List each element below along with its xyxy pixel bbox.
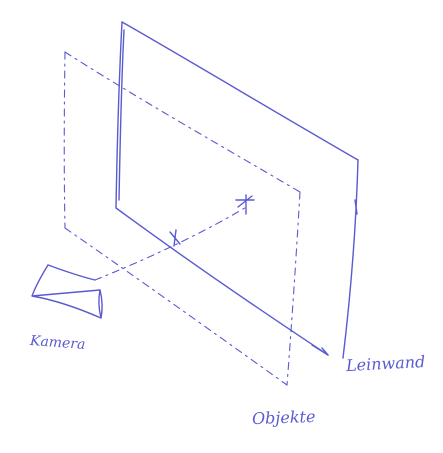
objects-plane [63,51,301,386]
camera-label: Kamera [29,333,86,353]
screen-label: Leinwand [345,351,426,376]
sight-ray [94,205,249,281]
camera-body [31,264,102,319]
screen-edge-tick [354,199,358,215]
screen-corner-tick [311,344,329,356]
objects-label: Objekte [251,406,316,429]
objects-left-edge [63,51,66,229]
screen-plane [115,21,359,359]
screen-left-edge [115,21,123,209]
screen-top-edge [121,21,359,161]
objects-right-edge [286,191,301,386]
camera-sketch [31,264,103,319]
camera-lens-edge [99,289,103,319]
camera-top [47,264,96,281]
screen-bottom-edge [115,207,329,356]
object-point-mark [235,194,255,215]
sight-line [94,194,255,281]
screen-intersection-mark [169,229,181,247]
objects-top-edge [64,51,301,193]
screen-right-edge [342,159,359,359]
screen-left-edge-retrace [118,29,125,201]
objects-bottom-edge [64,227,288,386]
